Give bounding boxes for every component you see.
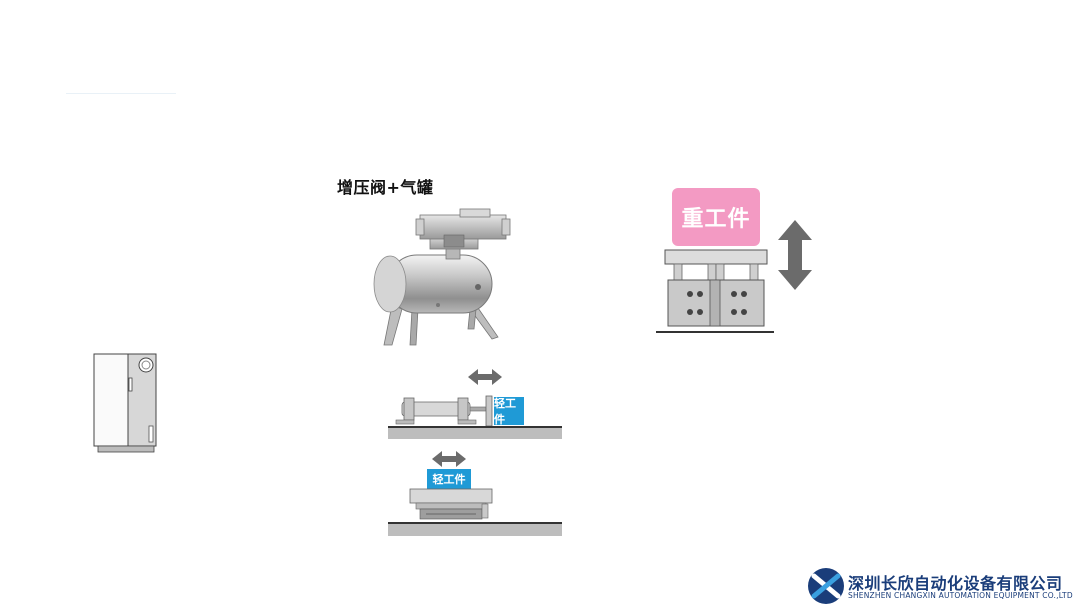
company-name-cn: 深圳长欣自动化设备有限公司 [848, 574, 1063, 593]
booster-valve-tank-icon [373, 208, 511, 346]
vertical-cylinder-icon [656, 249, 774, 333]
double-arrow-icon [778, 220, 812, 290]
light-workpiece-label: 轻工件 [494, 397, 524, 426]
cabinet-icon [93, 353, 157, 453]
top-divider-line [66, 93, 176, 94]
page-title: 增压阀+气罐 [337, 178, 434, 197]
slide-table-icon [388, 488, 562, 536]
company-logo-icon [808, 568, 844, 604]
light-workpiece-label-2: 轻工件 [427, 469, 471, 489]
company-name-en: SHENZHEN CHANGXIN AUTOMATION EQUIPMENT C… [848, 591, 1073, 600]
cylinder-icon [388, 395, 562, 439]
horizontal-arrow-icon [468, 369, 502, 385]
heavy-workpiece-label: 重工件 [672, 188, 760, 246]
horizontal-arrow-icon-2 [432, 451, 466, 467]
